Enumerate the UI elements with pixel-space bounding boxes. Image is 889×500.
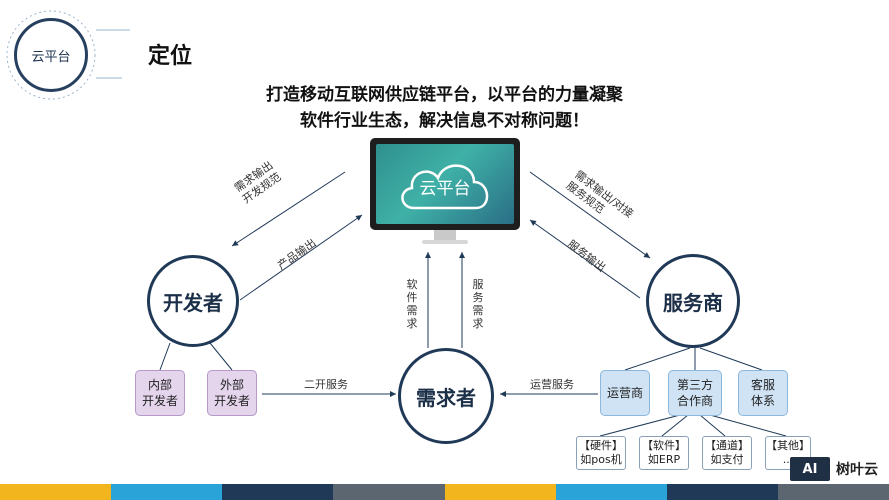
developer-child-external: 外部 开发者 <box>207 370 257 416</box>
arrow-provider-to-platform <box>529 219 641 299</box>
node-provider: 服务商 <box>646 254 740 348</box>
brand-watermark: AI 树叶云 <box>790 456 878 482</box>
category-channel: 【通道】 如支付 <box>702 436 752 470</box>
header-logo-label: 云平台 <box>31 49 71 65</box>
category-other: 【其他】 ... <box>765 436 811 470</box>
provider-child-third-party: 第三方 合作商 <box>668 370 722 416</box>
node-demander-label: 需求者 <box>416 385 476 410</box>
page-title: 定位 <box>148 44 193 69</box>
cloud-icon <box>401 164 489 210</box>
arrow-platform-to-provider <box>529 171 651 259</box>
headline-line1: 打造移动互联网供应链平台，以平台的力量凝聚 <box>266 85 623 105</box>
label-service-down: 服务需求 <box>472 278 484 330</box>
footer-segment <box>666 484 779 500</box>
footer-segment <box>555 484 668 500</box>
cloud-platform-monitor: 云平台 <box>370 138 520 246</box>
arrow-platform-to-developer <box>231 171 346 247</box>
brand-mark: AI <box>790 457 830 481</box>
monitor-label: 云平台 <box>419 179 471 199</box>
footer-segment <box>222 484 335 500</box>
node-developer-label: 开发者 <box>163 290 223 315</box>
header-logo: 云平台 <box>14 18 88 92</box>
node-provider-label: 服务商 <box>663 290 723 315</box>
headline-line2: 软件行业生态，解决信息不对称问题！ <box>300 111 589 131</box>
brand-name: 树叶云 <box>836 462 878 478</box>
node-developer: 开发者 <box>147 255 239 347</box>
node-demander: 需求者 <box>398 348 494 444</box>
category-software: 【软件】 如ERP <box>639 436 689 470</box>
footer-segment <box>111 484 224 500</box>
footer-segment <box>333 484 446 500</box>
label-demand-up: 软件需求 <box>406 278 418 330</box>
footer-segment <box>0 484 112 500</box>
developer-child-internal: 内部 开发者 <box>135 370 185 416</box>
footer-segment <box>777 484 889 500</box>
provider-child-operator: 运营商 <box>600 370 650 416</box>
footer-segment <box>444 484 557 500</box>
arrow-developer-to-platform <box>239 214 363 301</box>
category-hardware: 【硬件】 如pos机 <box>576 436 626 470</box>
label-ops-service: 运营服务 <box>530 378 574 391</box>
label-second-dev: 二开服务 <box>304 378 348 391</box>
provider-child-support: 客服 体系 <box>738 370 788 416</box>
